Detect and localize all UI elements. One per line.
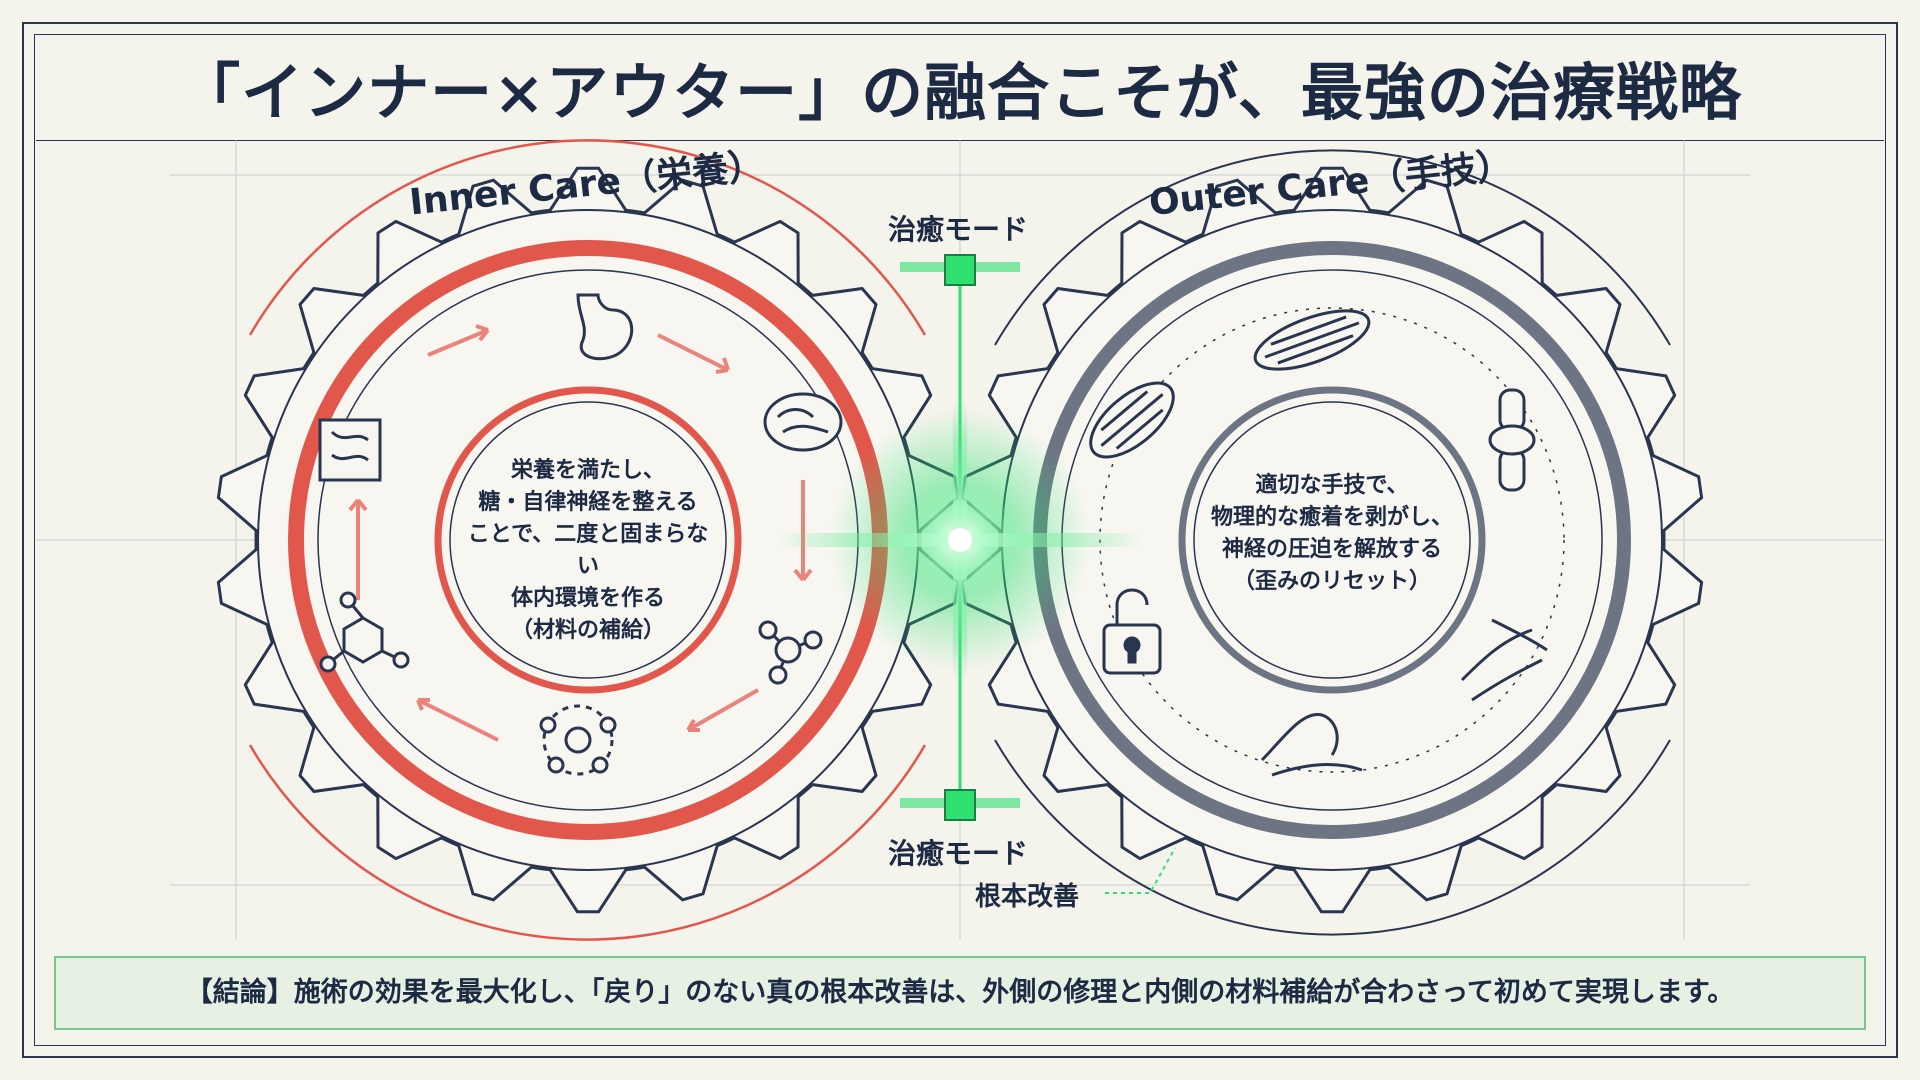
outer-text-line: 物理的な癒着を剥がし、 xyxy=(1210,505,1453,530)
molecule-icon xyxy=(319,591,410,673)
outer-text-line: （歪みのリセット） xyxy=(1232,569,1431,594)
padlock-icon xyxy=(1102,588,1162,675)
inner-text-line: 体内環境を作る xyxy=(510,586,665,611)
healing-mode-top-label: 治癒モード xyxy=(888,213,1029,246)
inner-text-line: 糖・自律神経を整える xyxy=(478,490,698,515)
outer-text-line: 適切な手技で、 xyxy=(1255,473,1409,498)
center-connector xyxy=(780,254,1140,821)
conclusion-banner: 【結論】施術の効果を最大化し、「戻り」のない真の根本改善は、外側の修理と内側の材… xyxy=(54,956,1866,1030)
stomach-icon xyxy=(576,293,634,361)
molecule-icon xyxy=(758,620,823,685)
inner-text-line: ことで、二度と固まらない xyxy=(467,522,709,579)
brain-icon xyxy=(763,392,843,452)
inner-outer-arc-bottom xyxy=(248,744,927,941)
outer-frame xyxy=(22,22,1898,1058)
root-improvement-label: 根本改善 xyxy=(975,882,1080,912)
healing-mode-bottom-label: 治癒モード xyxy=(888,837,1029,870)
muscle-fiber-icon xyxy=(1089,381,1175,459)
hand-massage-icon xyxy=(1460,618,1548,702)
page-title: 「インナー×アウター」の融合こそが、最強の治療戦略 xyxy=(178,56,1742,129)
inner-gear xyxy=(216,166,960,914)
joint-icon xyxy=(1488,388,1536,492)
inner-text-line: 栄養を満たし、 xyxy=(510,458,665,483)
muscle-icon xyxy=(1253,309,1371,371)
inner-text-line: （材料の補給） xyxy=(510,618,665,643)
outer-gear xyxy=(960,166,1704,914)
inner-outer-arc xyxy=(248,139,927,336)
inner-flow-arrows xyxy=(348,324,813,742)
outer-outer-arc xyxy=(994,149,1671,346)
hands-icon xyxy=(1260,713,1363,777)
outer-text-line: 神経の圧迫を解放する xyxy=(1221,537,1442,562)
outer-outer-arc-bottom xyxy=(994,739,1671,936)
inner-frame xyxy=(34,34,1886,1046)
inner-center-text: 栄養を満たし、 糖・自律神経を整える ことで、二度と固まらない 体内環境を作る … xyxy=(458,455,718,647)
outer-center-text: 適切な手技で、 物理的な癒着を剥がし、 神経の圧迫を解放する （歪みのリセット） xyxy=(1192,470,1472,598)
atom-icon xyxy=(539,704,617,776)
intestine-icon xyxy=(318,418,382,482)
